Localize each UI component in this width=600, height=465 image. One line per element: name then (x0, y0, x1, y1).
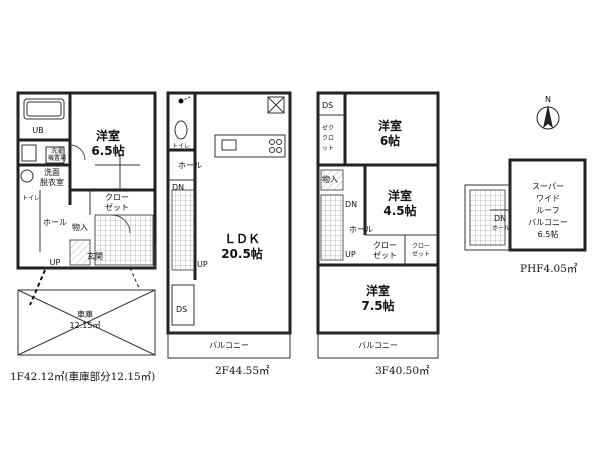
compass-icon: N (536, 95, 560, 130)
wic-label-3: ット (322, 145, 334, 152)
hall-3f-label: ホール (349, 225, 373, 234)
dn-ph-label: DN (494, 214, 506, 223)
caption-3f: 3F40.50㎡ (375, 365, 430, 377)
caption-1f: 1F42.12㎡(車庫部分12.15㎡) (10, 370, 155, 383)
entrance-label: 玄関 (87, 251, 103, 261)
dn-3f-label: DN (345, 200, 357, 209)
up-2f-label: UP (197, 260, 208, 269)
up-label: UP (50, 258, 61, 267)
caption-ph: PHF4.05㎡ (520, 263, 578, 275)
western-room-label: 洋室 (96, 128, 120, 143)
hall-ph-label: ホール (492, 225, 510, 232)
west2-size: 4.5帖 (383, 203, 416, 218)
closet-3f-label-2: ゼット (373, 250, 397, 260)
wic-label-1: ゼク (322, 124, 334, 132)
floor-1f-labels: UB 洋室 6.5帖 洗濯 機置場 洗面 脱衣室 クロー ゼット 物入 トイレ … (10, 126, 155, 383)
closet-label-2: ゼット (105, 202, 129, 212)
ldk-label: ＬＤＫ (224, 232, 260, 246)
west3-size: 7.5帖 (361, 298, 394, 313)
garage-size: 12.15㎡ (70, 321, 101, 330)
floor-2f (166, 91, 292, 359)
roof-line-5: 6.5帖 (538, 229, 559, 239)
closet-small-label-1: クロー (412, 243, 430, 250)
western-room-size: 6.5帖 (91, 143, 124, 158)
storage-label: 物入 (72, 222, 88, 232)
dn-2f-label: DN (172, 183, 184, 192)
toilet-label: トイレ (22, 195, 40, 202)
up-3f-label: UP (345, 250, 356, 259)
balcony-2f-label: バルコニー (209, 341, 249, 350)
roof-line-4: バルコニー (528, 218, 568, 227)
washroom-label-1: 洗面 (44, 167, 60, 177)
ds-3f-label: DS (322, 101, 333, 110)
hall-2f-label: ホール (178, 161, 202, 170)
west3-label: 洋室 (366, 283, 390, 298)
hall-label: ホール (43, 218, 67, 227)
storage-3f-label: 物入 (322, 174, 338, 184)
floor-1f (16, 91, 157, 356)
floor-2f-labels: トイレ ホール DN UP DS ＬＤＫ 20.5帖 バルコニー 2F44.55… (172, 143, 270, 377)
toilet-2f-label: トイレ (172, 143, 190, 150)
washer-label-1: 洗濯 (51, 147, 63, 155)
washer-label-2: 機置場 (48, 154, 66, 162)
closet-label-1: クロー (105, 193, 129, 202)
wic-label-2: クロ (322, 135, 334, 142)
floor-3f (316, 91, 440, 359)
west2-label: 洋室 (388, 188, 412, 203)
compass-north-label: N (545, 95, 551, 104)
ub-label: UB (32, 126, 43, 135)
floor-ph (464, 158, 587, 252)
floor-ph-labels: スーパー ワイド ルーフ バルコニー 6.5帖 DN ホール PHF4.05㎡ (492, 182, 578, 275)
floor-3f-labels: DS 洋室 6帖 ゼク クロ ット 物入 洋室 4.5帖 DN ホール UP ク… (322, 101, 430, 377)
roof-line-1: スーパー (532, 182, 564, 191)
closet-3f-label-1: クロー (373, 241, 397, 250)
balcony-3f-label: バルコニー (358, 341, 398, 350)
washroom-label-2: 脱衣室 (40, 177, 64, 187)
west1-label: 洋室 (378, 118, 402, 133)
garage-label: 車庫 (77, 309, 93, 319)
closet-small-label-2: ゼット (412, 250, 430, 258)
roof-line-3: ルーフ (536, 206, 560, 215)
ldk-size: 20.5帖 (221, 246, 263, 261)
roof-line-2: ワイド (536, 194, 560, 203)
ds-2f-label: DS (176, 305, 187, 314)
west1-size: 6帖 (380, 133, 400, 148)
caption-2f: 2F44.55㎡ (215, 365, 270, 377)
